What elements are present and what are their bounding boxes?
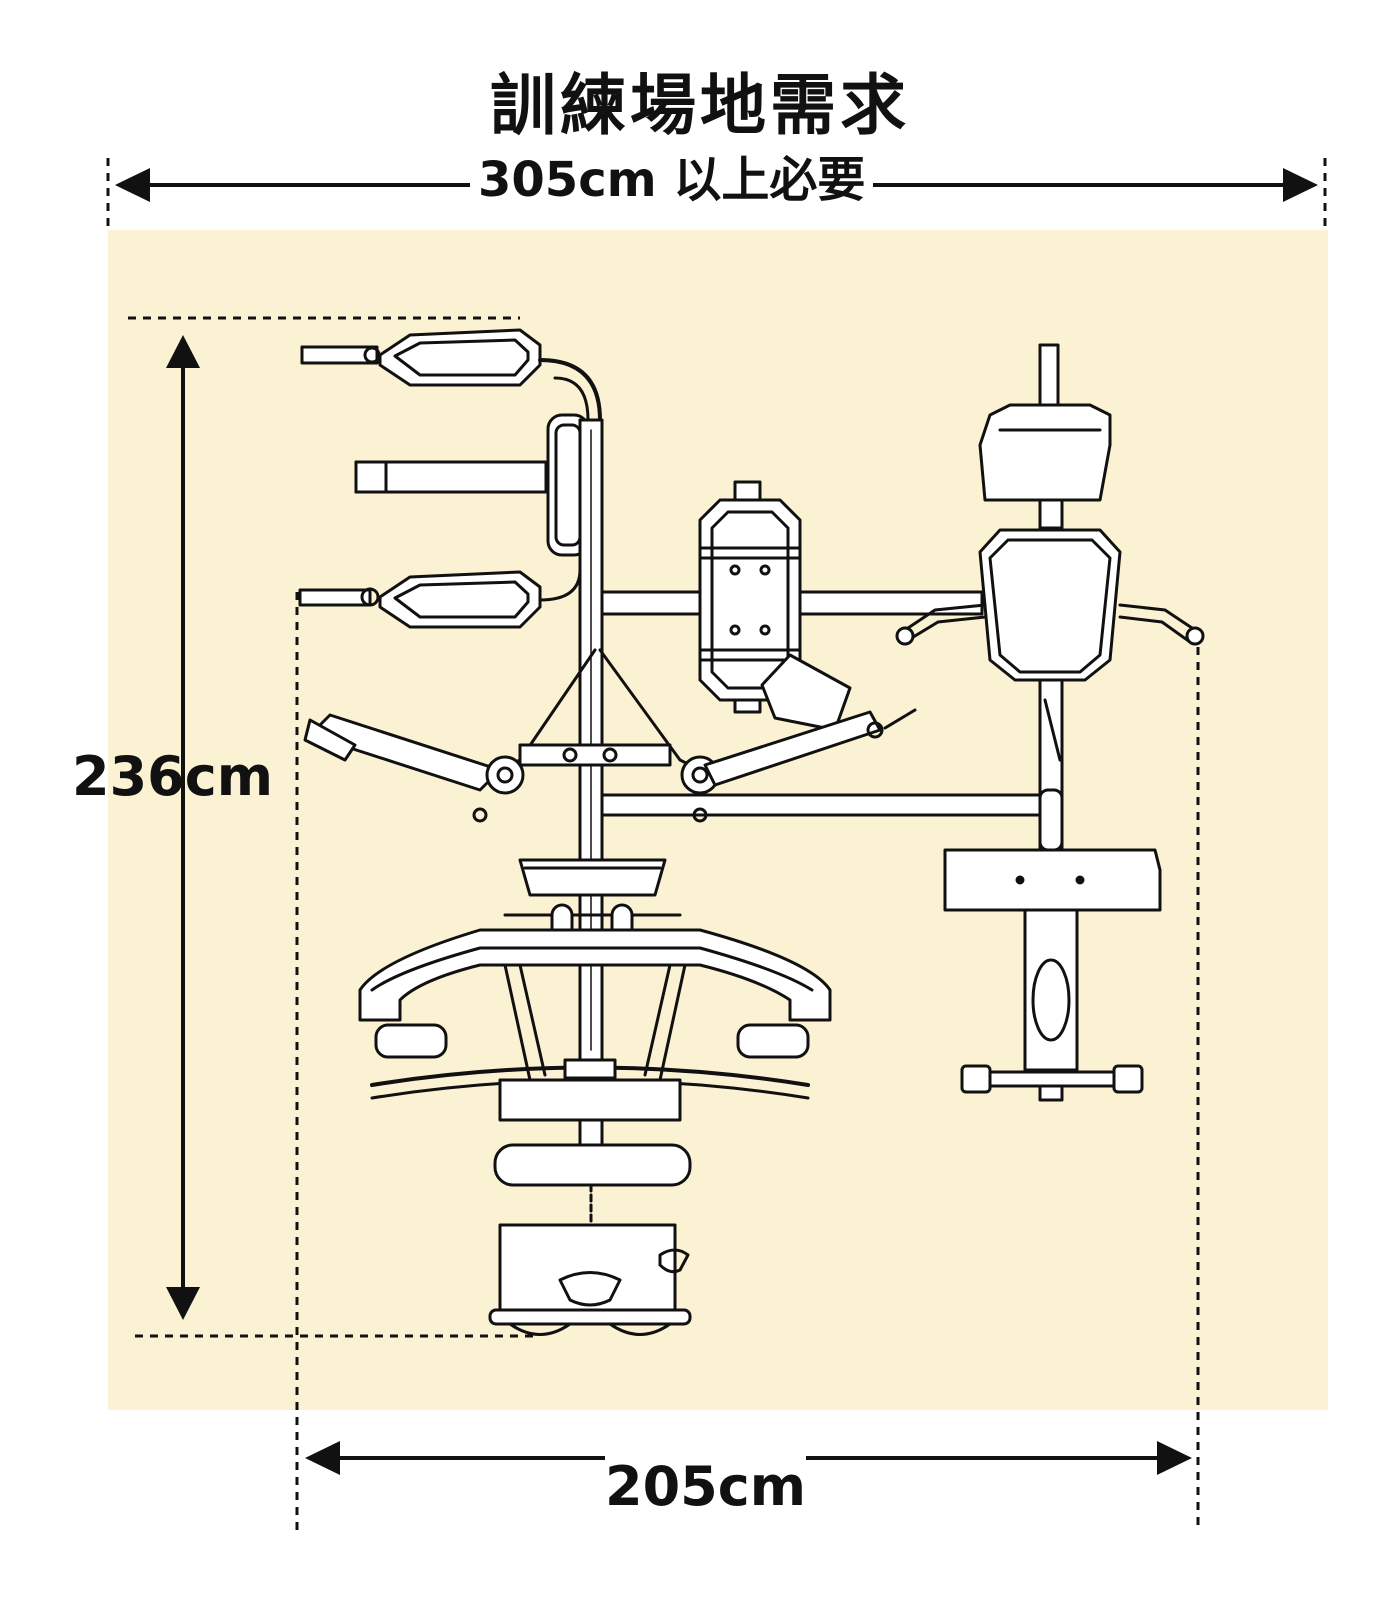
total-width-label: 305cm 以上必要 bbox=[470, 140, 874, 210]
page-title: 訓練場地需求 bbox=[490, 67, 910, 144]
home-gym-top-view bbox=[298, 328, 1205, 1336]
floor-area bbox=[108, 230, 1328, 1410]
depth-label: 236cm bbox=[72, 745, 273, 808]
extension-lines bbox=[106, 158, 1327, 1530]
machine-width-label: 205cm bbox=[605, 1455, 806, 1518]
